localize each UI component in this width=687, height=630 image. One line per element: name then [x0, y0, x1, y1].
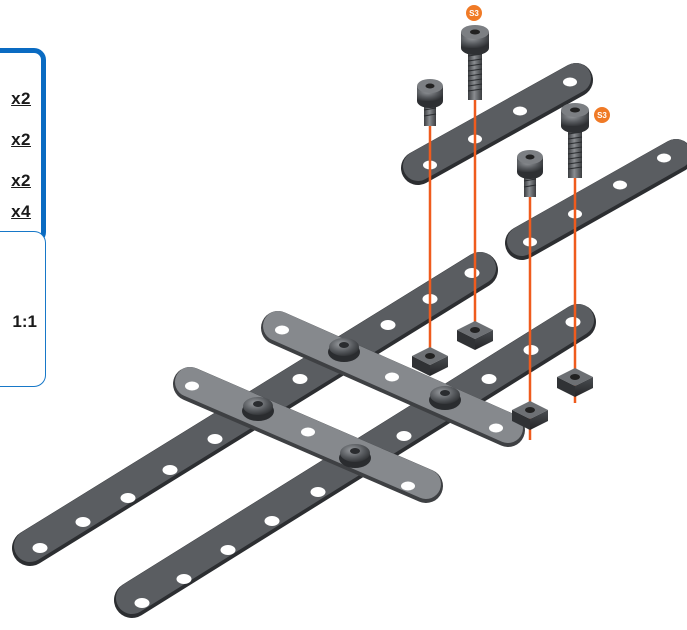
short-strip-f [522, 154, 676, 247]
screw-type-badge: S3 [594, 107, 610, 123]
long-screw-icon [461, 25, 489, 100]
short-screw-icon [517, 150, 543, 197]
square-nut-icon [557, 368, 593, 397]
screw-type-label: S3 [469, 9, 479, 18]
screw-head-icon [328, 338, 360, 362]
screw-type-badge: S3 [466, 5, 482, 21]
screw-head-icon [242, 397, 274, 421]
short-screw-icon [417, 79, 443, 126]
screw-head-icon [339, 444, 371, 468]
square-nut-icon [457, 321, 493, 350]
screw-type-label: S3 [597, 111, 607, 120]
long-screw-icon [561, 103, 589, 178]
screw-head-icon [429, 386, 461, 410]
